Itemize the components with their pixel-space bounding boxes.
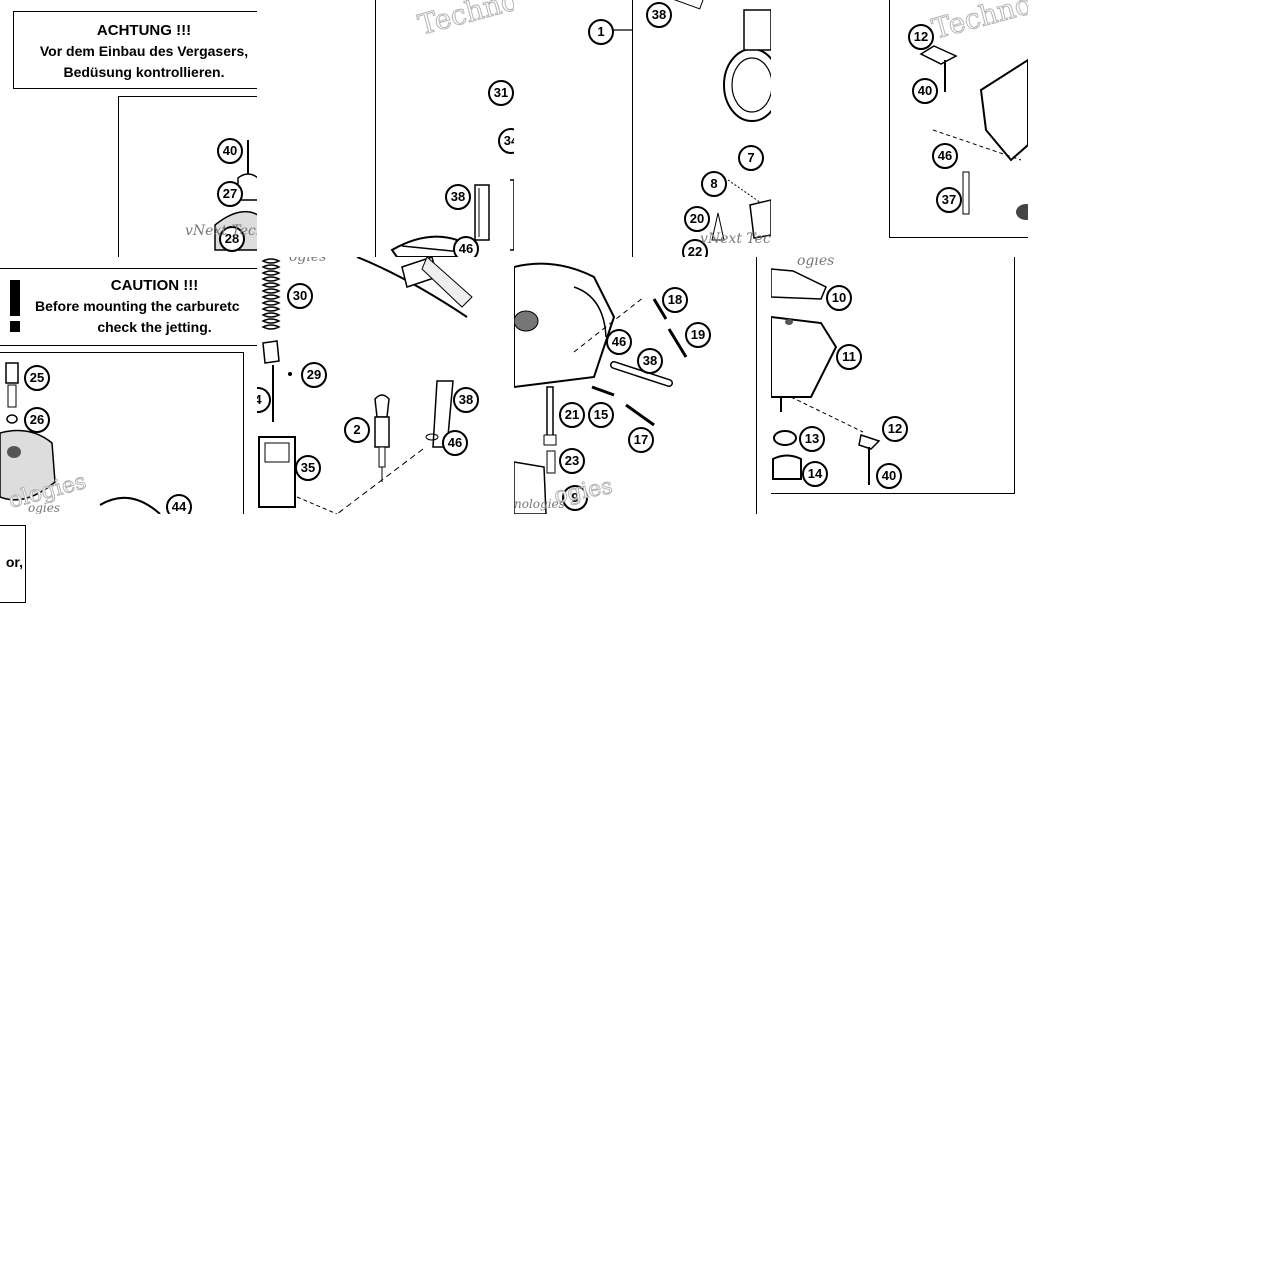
callout-31: 31 bbox=[488, 80, 514, 106]
callout-14: 14 bbox=[802, 461, 828, 487]
diagram-tile-4: 12 40 46 37 Techno bbox=[771, 0, 1028, 257]
callout-20: 20 bbox=[684, 206, 710, 232]
caution-title-english: CAUTION !!! bbox=[110, 277, 199, 294]
carb-cap-drawing bbox=[214, 140, 257, 251]
caution-box-english: CAUTION !!! Before mounting the carburet… bbox=[0, 268, 257, 346]
cap-assembly-drawing bbox=[0, 362, 161, 514]
callout-23: 23 bbox=[559, 448, 585, 474]
callout-46: 46 bbox=[606, 329, 632, 355]
diagram-tile-7: 18 19 46 38 21 15 17 23 9 ogies nologies bbox=[514, 257, 771, 514]
diagram-tile-6: 30 29 4 35 2 38 46 ogies bbox=[257, 257, 514, 514]
caution-line1-german: Vor dem Einbau des Vergasers, bbox=[39, 43, 249, 59]
callout-40: 40 bbox=[912, 78, 938, 104]
caution-line1-english: Before mounting the carburetc bbox=[35, 298, 240, 314]
callout-18: 18 bbox=[662, 287, 688, 313]
watermark-ogies: ogies bbox=[28, 501, 61, 514]
callout-38: 38 bbox=[445, 184, 471, 210]
callout-46: 46 bbox=[453, 236, 479, 257]
diagram-tile-fragment: or, bbox=[0, 514, 257, 614]
diagram-tile-5: CAUTION !!! Before mounting the carburet… bbox=[0, 257, 257, 514]
frame-line bbox=[375, 0, 377, 257]
callout-35: 35 bbox=[295, 455, 321, 481]
callout-25: 25 bbox=[24, 365, 50, 391]
caution-line2-german: Bedüsung kontrollieren. bbox=[63, 64, 225, 80]
slide-and-cable-drawing bbox=[390, 179, 514, 257]
watermark-vnext-tec: vNext Tec bbox=[700, 231, 771, 247]
callout-46: 46 bbox=[932, 143, 958, 169]
inset-frame-top-cap bbox=[118, 96, 257, 257]
carb-body-drawing bbox=[612, 0, 771, 241]
caution-fragment-text: or, bbox=[5, 554, 23, 570]
callout-9: 9 bbox=[562, 485, 588, 511]
caution-box-fragment: or, bbox=[0, 525, 26, 603]
callout-1: 1 bbox=[588, 19, 614, 45]
inset-frame-cap bbox=[0, 352, 244, 514]
frame-line bbox=[632, 0, 634, 257]
callout-7: 7 bbox=[738, 145, 764, 171]
callout-22: 22 bbox=[682, 239, 708, 257]
callout-13: 13 bbox=[799, 426, 825, 452]
callout-15: 15 bbox=[588, 402, 614, 428]
caution-line2-english: check the jetting. bbox=[97, 319, 212, 335]
watermark-nologies-small: nologies bbox=[514, 497, 565, 511]
caution-title-german: ACHTUNG !!! bbox=[96, 22, 192, 39]
diagram-tile-2: 31 34 38 46 Techno bbox=[257, 0, 514, 257]
float-bowl-bottom-drawing bbox=[771, 268, 881, 485]
callout-12: 12 bbox=[908, 24, 934, 50]
inset-frame-bowl-bottom bbox=[771, 257, 1015, 494]
callout-29: 29 bbox=[301, 362, 327, 388]
callout-10: 10 bbox=[826, 285, 852, 311]
callout-2: 2 bbox=[344, 417, 370, 443]
float-bowl-drawing bbox=[919, 45, 1028, 220]
diagram-tile-1: ACHTUNG !!! Vor dem Einbau des Vergasers… bbox=[0, 0, 257, 257]
callout-11: 11 bbox=[836, 344, 862, 370]
callout-12: 12 bbox=[882, 416, 908, 442]
callout-26: 26 bbox=[24, 407, 50, 433]
watermark-vnext: vNext Techno bbox=[185, 223, 257, 239]
needle-and-slide-drawing bbox=[258, 257, 473, 514]
caution-box-german: ACHTUNG !!! Vor dem Einbau des Vergasers… bbox=[13, 11, 257, 89]
callout-27: 27 bbox=[217, 181, 243, 207]
callout-19: 19 bbox=[685, 322, 711, 348]
watermark-ogies: ogies bbox=[797, 257, 835, 269]
inset-frame-float-bowl bbox=[889, 0, 1028, 238]
watermark-ogies: ogies bbox=[289, 257, 327, 265]
frame-line bbox=[756, 257, 758, 514]
callout-21: 21 bbox=[559, 402, 585, 428]
callout-8: 8 bbox=[701, 171, 727, 197]
carb-jets-drawing bbox=[514, 262, 688, 514]
diagram-tile-8: 10 11 12 13 14 40 ogies bbox=[771, 257, 1028, 514]
callout-46: 46 bbox=[442, 430, 468, 456]
callout-38: 38 bbox=[637, 348, 663, 374]
callout-44: 44 bbox=[166, 494, 192, 514]
callout-17: 17 bbox=[628, 427, 654, 453]
callout-40: 40 bbox=[217, 138, 243, 164]
callout-28: 28 bbox=[219, 226, 245, 252]
callout-40: 40 bbox=[876, 463, 902, 489]
callout-37: 37 bbox=[936, 187, 962, 213]
exclamation-mark-icon bbox=[10, 280, 20, 316]
callout-38: 38 bbox=[453, 387, 479, 413]
exclamation-dot-icon bbox=[10, 321, 20, 332]
diagram-tile-3: 1 38 7 8 20 22 vNext Tec bbox=[514, 0, 771, 257]
callout-38: 38 bbox=[646, 2, 672, 28]
callout-30: 30 bbox=[287, 283, 313, 309]
callout-34: 34 bbox=[498, 128, 514, 154]
